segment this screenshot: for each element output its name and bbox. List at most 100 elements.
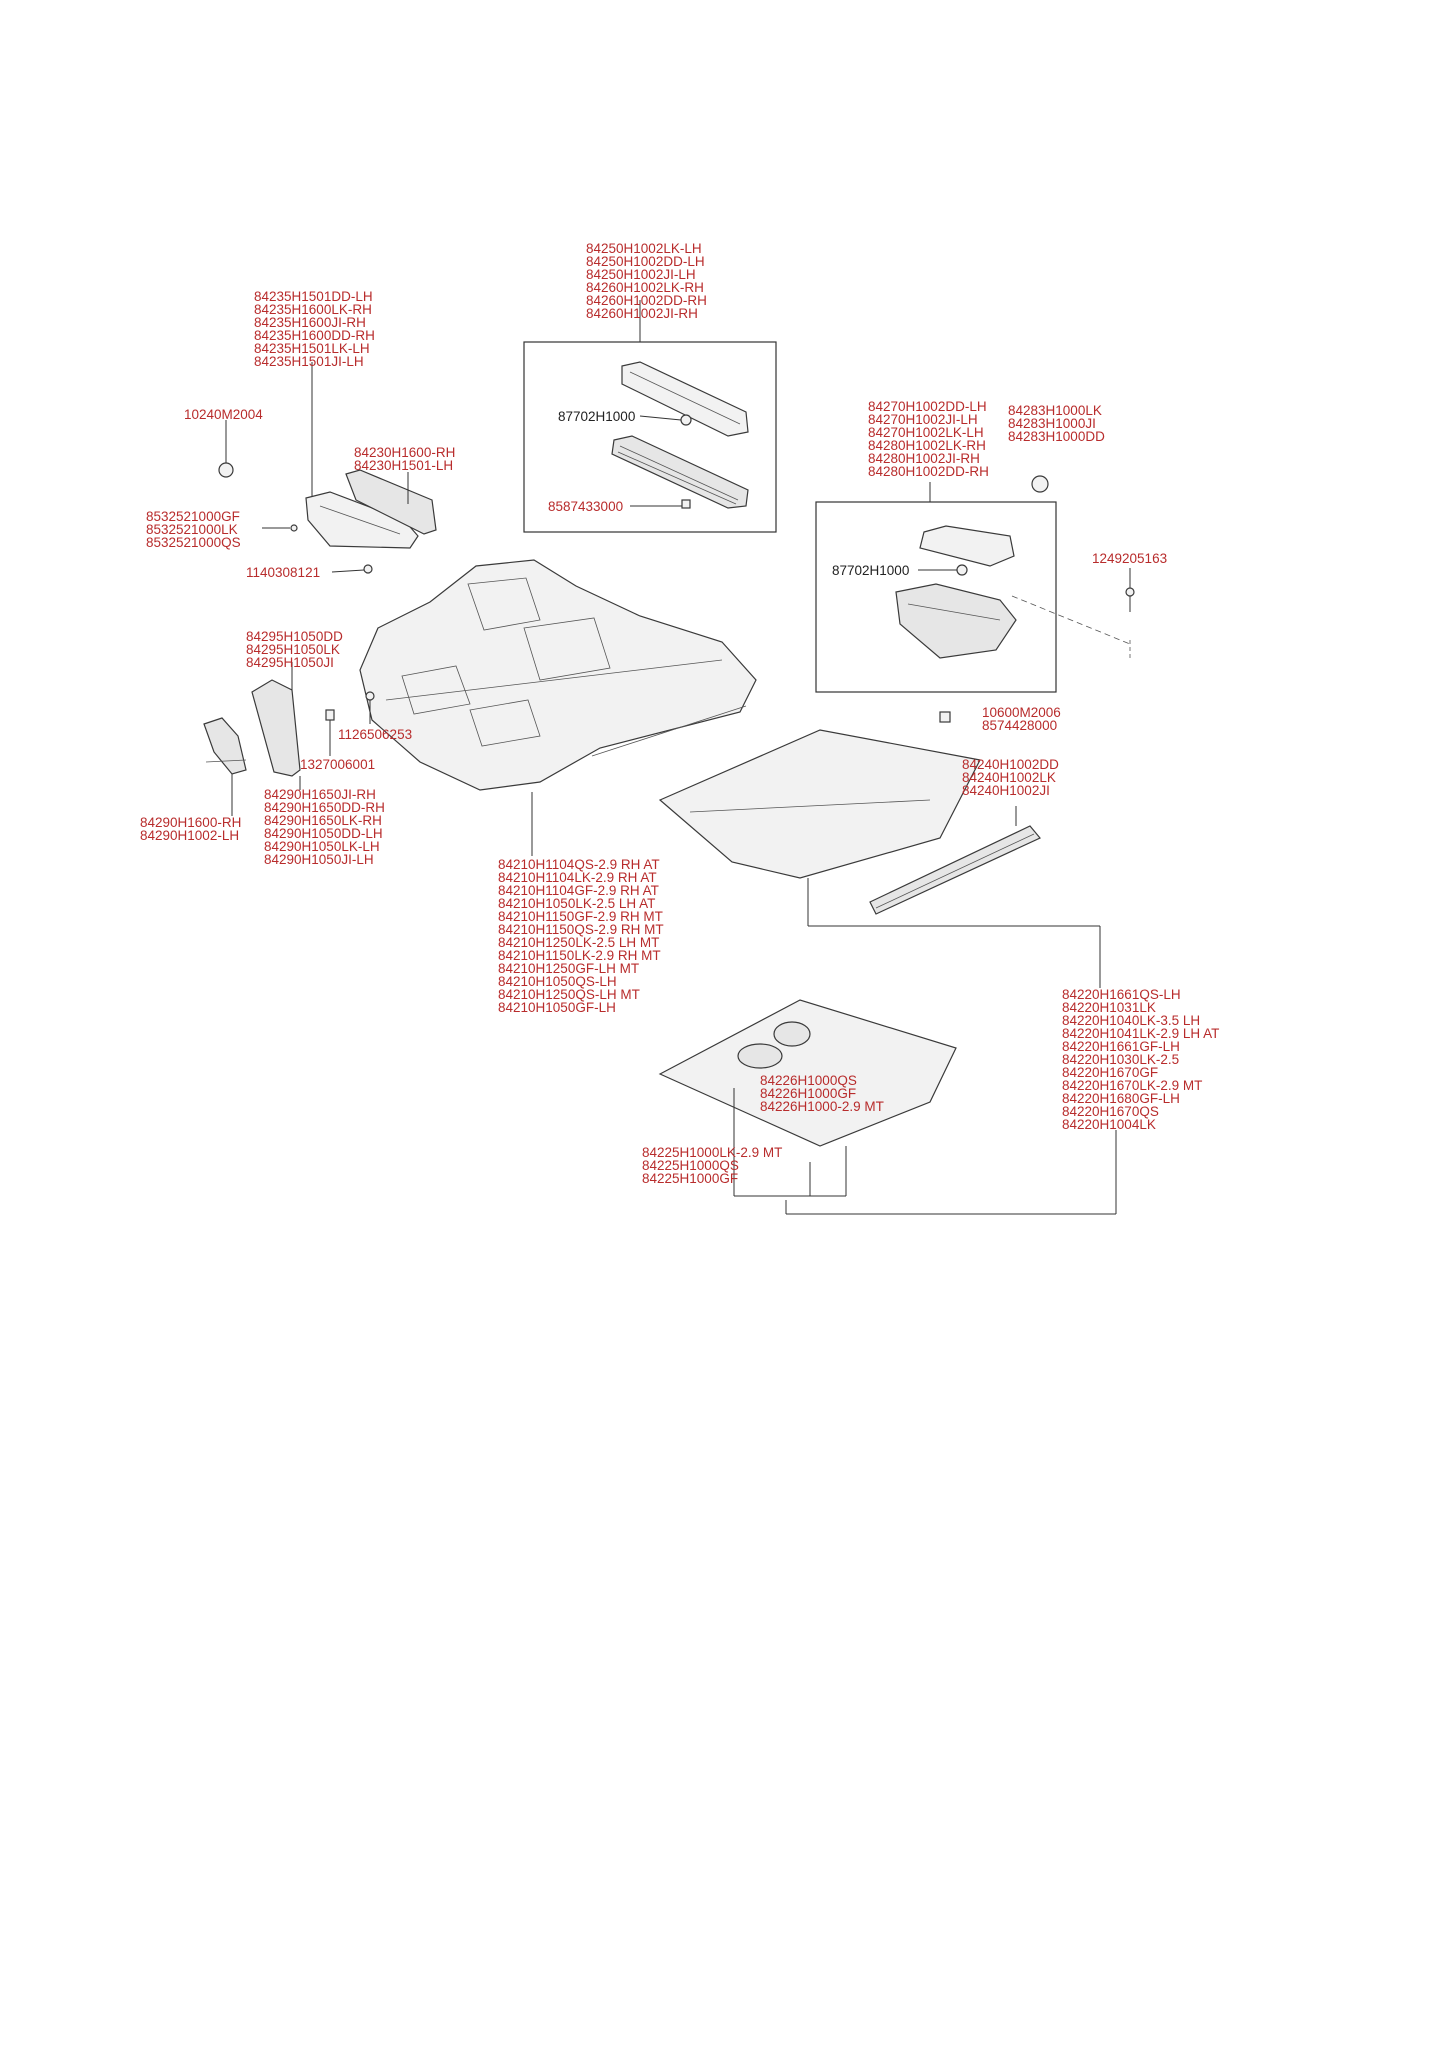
part-number: 84210H1250GF-LH MT (498, 961, 640, 976)
screw-icon (290, 524, 298, 532)
label-carpet-84210: 84210H1104QS-2.9 RH AT 84210H1104LK-2.9 … (498, 857, 664, 1015)
label-cap-84283: 84283H1000LK 84283H1000JI 84283H1000DD (1008, 403, 1105, 444)
part-number: 84225H1000QS (642, 1158, 739, 1173)
part-number: 84226H1000QS (760, 1073, 857, 1088)
part-number: 84280H1002LK-RH (868, 438, 986, 453)
part-number: 1140308121 (246, 565, 321, 580)
side-bracket (345, 469, 437, 535)
part-number: 84220H1030LK-2.5 (1062, 1052, 1180, 1067)
label-clip-front-b: 8587433000 (548, 500, 623, 514)
part-number: 84226H1000GF (760, 1086, 857, 1101)
part-number: 84290H1600-RH (140, 815, 242, 830)
label-carpet-84220: 84220H1661QS-LH 84220H1031LK 84220H1040L… (1062, 987, 1219, 1132)
part-number: 84210H1050QS-LH (498, 974, 617, 989)
part-number: 84220H1661GF-LH (1062, 1039, 1180, 1054)
part-number: 84270H1002LK-LH (868, 425, 984, 440)
scuff-plate (869, 825, 1041, 915)
part-number: 10240M2004 (184, 407, 263, 422)
part-number: 84270H1002DD-LH (868, 399, 987, 414)
label-trim-84290: 84290H1650JI-RH 84290H1650DD-RH 84290H16… (264, 787, 385, 867)
part-number: 84210H1250QS-LH MT (498, 987, 640, 1002)
label-rear-sill: 84270H1002DD-LH 84270H1002JI-LH 84270H10… (868, 399, 989, 479)
part-number: 84210H1104QS-2.9 RH AT (498, 857, 660, 872)
part-number: 1249205163 (1092, 551, 1168, 566)
fastener-icon (939, 711, 951, 723)
label-nut: 10240M2004 (184, 407, 263, 422)
part-number: 84220H1031LK (1062, 1000, 1156, 1015)
part-number: 84295H1050LK (246, 642, 340, 657)
luggage-floor-carpet (658, 999, 957, 1147)
label-bracket-84290: 84290H1600-RH 84290H1002-LH (140, 815, 242, 843)
part-number: 84220H1670LK-2.9 MT (1062, 1078, 1203, 1093)
label-trim-84295: 84295H1050DD 84295H1050LK 84295H1050JI (246, 629, 343, 670)
part-number: 84235H1501JI-LH (254, 354, 364, 369)
part-number: 84290H1050DD-LH (264, 826, 383, 841)
part-number: 84240H1002JI (962, 783, 1050, 798)
part-number: 8532521000QS (146, 535, 241, 550)
part-number: 87702H1000 (832, 563, 910, 578)
part-number: 84290H1050LK-LH (264, 839, 380, 854)
bolt-icon (363, 564, 373, 574)
part-number: 84226H1000-2.9 MT (760, 1099, 884, 1114)
rear-clip-icon (956, 564, 968, 576)
center-pillar-trim (251, 679, 301, 777)
part-number: 84220H1670QS (1062, 1104, 1159, 1119)
part-number: 84283H1000JI (1008, 416, 1096, 431)
label-screw-1249: 1249205163 (1092, 551, 1168, 566)
label-screw-85325: 8532521000GF 8532521000LK 8532521000QS (146, 510, 241, 550)
part-number: 84220H1004LK (1062, 1117, 1156, 1132)
part-number: 84230H1501-LH (354, 458, 454, 473)
nut-icon (218, 462, 234, 478)
part-number: 84235H1501DD-LH (254, 289, 373, 304)
front-sill-group-box (523, 341, 777, 533)
label-cover-84225: 84225H1000LK-2.9 MT 84225H1000QS 84225H1… (642, 1145, 783, 1186)
rear-sill-group-box (815, 501, 1057, 693)
part-number: 84220H1661QS-LH (1062, 987, 1181, 1002)
part-number: 84260H1002LK-RH (586, 280, 704, 295)
part-number: 84235H1600DD-RH (254, 328, 375, 343)
part-number: 84270H1002JI-LH (868, 412, 978, 427)
part-number: 84260H1002DD-RH (586, 293, 707, 308)
part-number: 84250H1002LK-LH (586, 241, 702, 256)
part-number: 84210H1050LK-2.5 LH AT (498, 896, 656, 911)
cover-84225-icon (737, 1043, 783, 1069)
part-number: 84240H1002DD (962, 757, 1059, 772)
label-clip-front: 87702H1000 (558, 409, 636, 424)
label-bracket-84230: 84230H1600-RH 84230H1501-LH (354, 445, 456, 473)
front-floor-carpet (359, 559, 757, 791)
part-number: 84225H1000LK-2.9 MT (642, 1145, 783, 1160)
part-number: 84210H1150GF-2.9 RH MT (498, 909, 663, 924)
part-number: 84295H1050DD (246, 629, 343, 644)
bolt-1327-icon (365, 691, 375, 701)
side-cover-panel (305, 491, 419, 549)
part-number: 84290H1650JI-RH (264, 787, 376, 802)
part-number: 84220H1670GF (1062, 1065, 1159, 1080)
part-number: 84210H1050GF-LH (498, 1000, 616, 1015)
label-bolt-1126: 1126506253 (338, 728, 412, 742)
label-bolt-1327: 1327006001 (300, 758, 375, 772)
clip-icon (680, 414, 692, 426)
part-number: 84250H1002JI-LH (586, 267, 696, 282)
label-side-cover: 84235H1501DD-LH 84235H1600LK-RH 84235H16… (254, 289, 375, 369)
part-number: 84290H1002-LH (140, 828, 240, 843)
part-number: 84260H1002JI-RH (586, 306, 698, 321)
part-number: 84210H1150QS-2.9 RH MT (498, 922, 664, 937)
part-number: 10600M2006 (982, 705, 1061, 720)
part-number: 84220H1680GF-LH (1062, 1091, 1180, 1106)
part-number: 84290H1650LK-RH (264, 813, 382, 828)
label-clip-rear: 87702H1000 (832, 563, 910, 578)
part-number: 87702H1000 (558, 409, 636, 424)
part-number: 84230H1600-RH (354, 445, 456, 460)
part-number: 84280H1002DD-RH (868, 464, 989, 479)
front-sill-lower-plate (611, 435, 749, 509)
part-number: 84290H1050JI-LH (264, 852, 374, 867)
part-number: 84210H1104GF-2.9 RH AT (498, 883, 659, 898)
side-mount-bracket (203, 717, 247, 775)
part-number: 84235H1600LK-RH (254, 302, 372, 317)
part-number: 84283H1000LK (1008, 403, 1102, 418)
part-number: 84225H1000GF (642, 1171, 739, 1186)
label-cover-84226: 84226H1000QS 84226H1000GF 84226H1000-2.9… (760, 1073, 884, 1114)
rear-sill-upper-trim (919, 525, 1015, 567)
part-number: 84210H1104LK-2.9 RH AT (498, 870, 657, 885)
